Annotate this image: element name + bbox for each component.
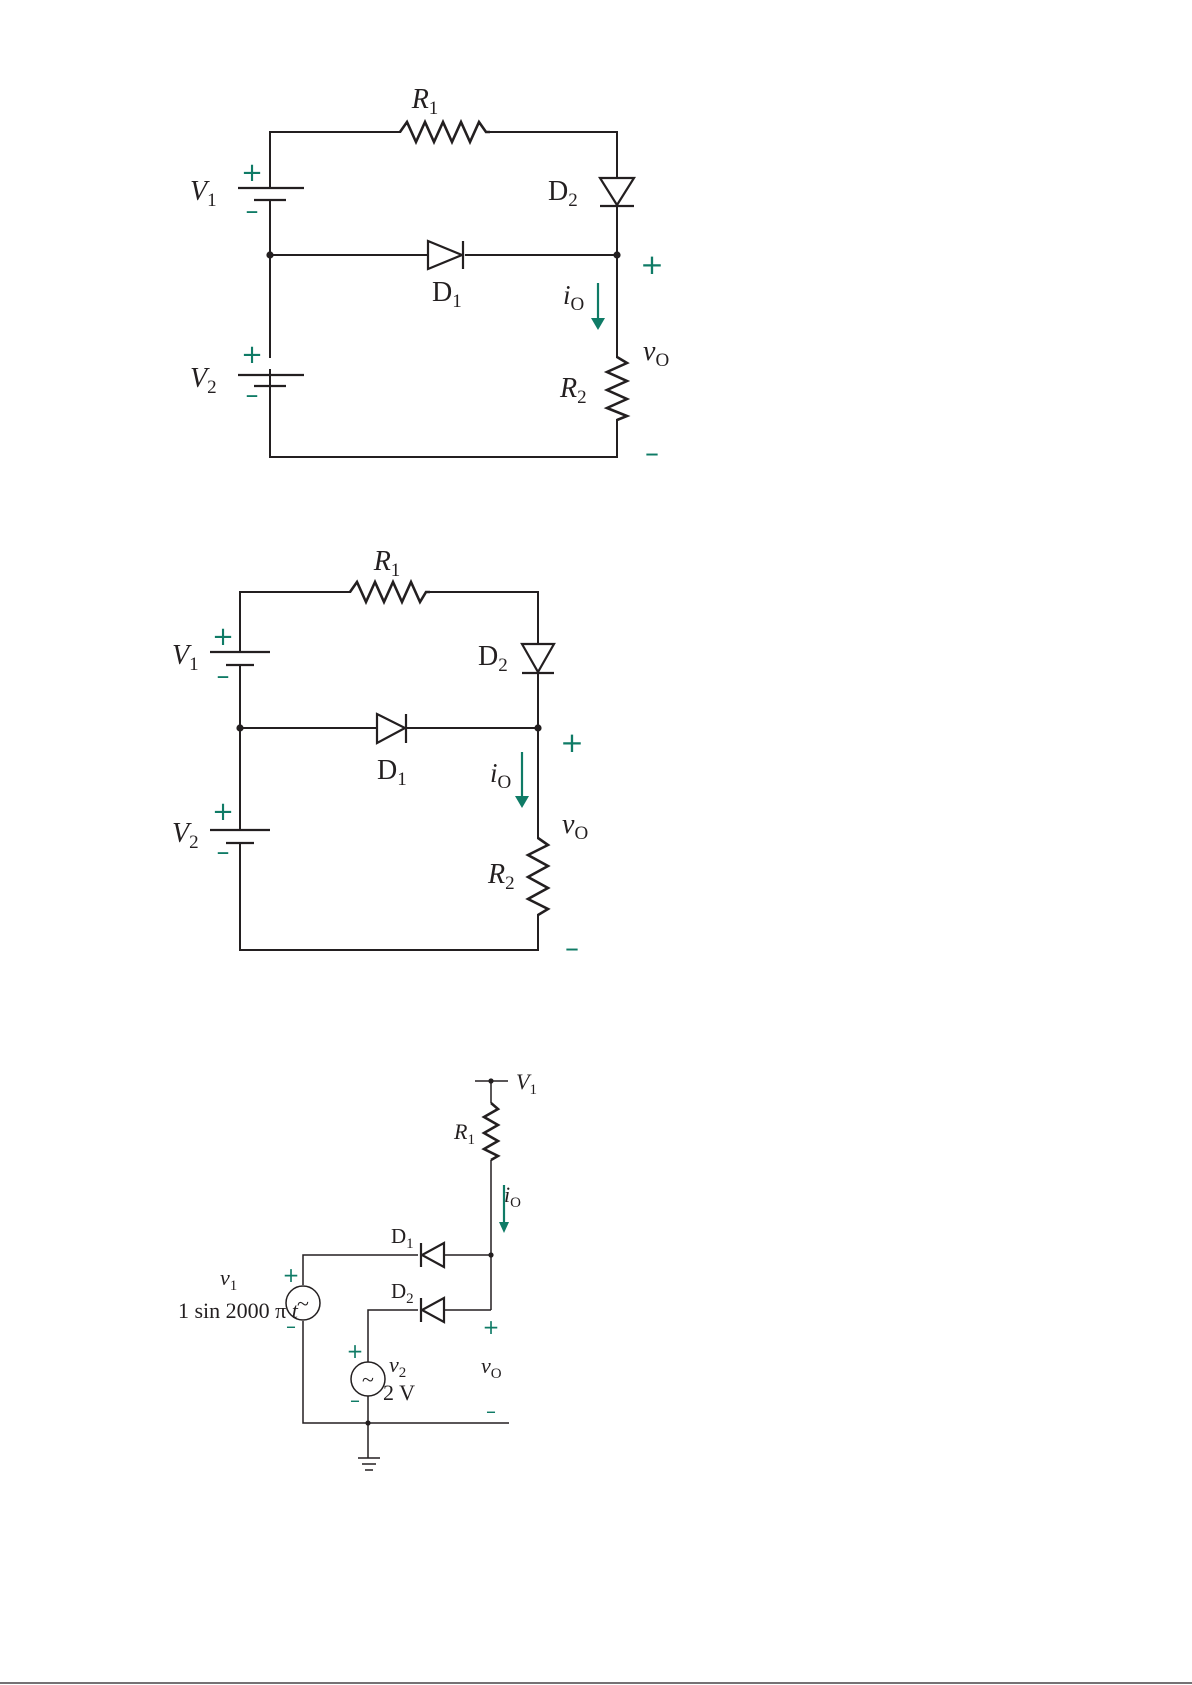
circuit-b-v2-plus: + (212, 797, 234, 827)
circuit-c-node-ground (365, 1420, 370, 1425)
circuit-b-v1-plus: + (212, 622, 234, 652)
circuit-c-d1-label: D1 (391, 1224, 414, 1252)
circuit-c-vo-label: vO (481, 1353, 502, 1382)
circuit-a-vo-plus: + (640, 248, 663, 281)
circuit-a-resistor-r1 (400, 122, 490, 142)
circuit-c-v1-minus: – (286, 1314, 296, 1338)
circuit-b-r2-label: R2 (487, 859, 515, 894)
circuit-b-diode-d1 (377, 714, 406, 743)
circuit-a-node-right (613, 251, 620, 258)
circuit-c-diode-d2 (421, 1298, 444, 1322)
circuit-c-v2-minus: – (350, 1388, 360, 1412)
circuit-b-v1-label: V1 (172, 640, 199, 675)
circuit-c-node-supply (488, 1078, 493, 1083)
circuit-c-v2-plus: + (347, 1339, 364, 1363)
circuit-c-v1-ac-icon: ~ (297, 1291, 309, 1316)
circuit-c-supply-label: V1 (516, 1069, 537, 1098)
circuit-c: ~ ~ V1 R1 iO D1 D2 v1 1 sin 2000 π t v2 … (178, 1069, 537, 1470)
circuit-c-io-label: iO (504, 1182, 521, 1211)
circuit-b-v1-minus: – (217, 661, 230, 691)
circuit-a-current-arrow (591, 283, 605, 330)
circuit-c-v2-ac-icon: ~ (362, 1367, 374, 1392)
circuit-c-v1-plus: + (283, 1263, 300, 1287)
circuit-b-current-arrow (515, 752, 529, 808)
circuit-b-vo-minus: – (565, 931, 579, 964)
circuit-b-vo-plus: + (560, 726, 583, 759)
circuit-c-wires (303, 1081, 509, 1470)
circuit-c-node-junction (488, 1252, 493, 1257)
circuit-a-io-label: iO (563, 280, 584, 315)
circuit-c-v2-value: 2 V (383, 1380, 415, 1405)
circuit-b-v2-label: V2 (172, 818, 199, 853)
circuit-b-node-left (236, 724, 243, 731)
circuit-a-v1-minus: – (246, 196, 259, 226)
circuit-a-v1-label: V1 (190, 176, 217, 211)
circuit-b-d2-label: D2 (478, 641, 508, 676)
circuit-a-diode-d1 (428, 241, 463, 269)
circuit-b-vo-label: vO (562, 809, 588, 844)
circuit-c-v2-label: v2 (389, 1352, 406, 1381)
circuit-a-v2-label: V2 (190, 363, 217, 398)
circuit-a: R1 V1 V2 D2 D1 iO vO R2 + – + – + – (190, 84, 669, 469)
circuit-a-d2-label: D2 (548, 176, 578, 211)
circuit-b-io-label: iO (490, 758, 511, 793)
circuit-c-vo-plus: + (483, 1315, 500, 1339)
circuit-b-v2-minus: – (217, 837, 230, 867)
circuit-c-v1-expression: 1 sin 2000 π t (178, 1298, 299, 1323)
circuit-a-v2-minus: – (246, 380, 259, 410)
circuit-a-r1-label: R1 (411, 84, 439, 119)
circuit-b-d1-label: D1 (377, 755, 407, 790)
circuit-a-node-left (266, 251, 273, 258)
circuit-a-diode-d2 (600, 178, 634, 206)
circuit-b-r1-label: R1 (373, 546, 401, 581)
circuit-c-vo-minus: – (486, 1399, 496, 1423)
circuit-c-v1-label: v1 (220, 1265, 237, 1294)
circuit-a-v1-plus: + (241, 158, 263, 188)
circuit-a-vo-minus: – (645, 436, 659, 469)
circuit-a-vo-label: vO (643, 336, 669, 371)
circuit-c-resistor-r1 (484, 1103, 498, 1160)
circuit-b-resistor-r2 (528, 838, 548, 915)
circuit-b-resistor-r1 (350, 582, 430, 602)
circuit-b: R1 V1 V2 D2 D1 iO vO R2 + – + – + – (172, 546, 588, 964)
circuit-a-r2-label: R2 (559, 373, 587, 408)
circuit-c-diode-d1 (421, 1243, 444, 1267)
circuit-b-diode-d2 (522, 644, 554, 673)
circuit-a-resistor-r2 (607, 357, 627, 420)
circuit-b-node-right (534, 724, 541, 731)
circuit-a-v2-plus: + (241, 340, 263, 370)
circuit-c-d2-label: D2 (391, 1279, 414, 1307)
circuit-c-r1-label: R1 (453, 1119, 475, 1148)
circuit-a-d1-label: D1 (432, 277, 462, 312)
